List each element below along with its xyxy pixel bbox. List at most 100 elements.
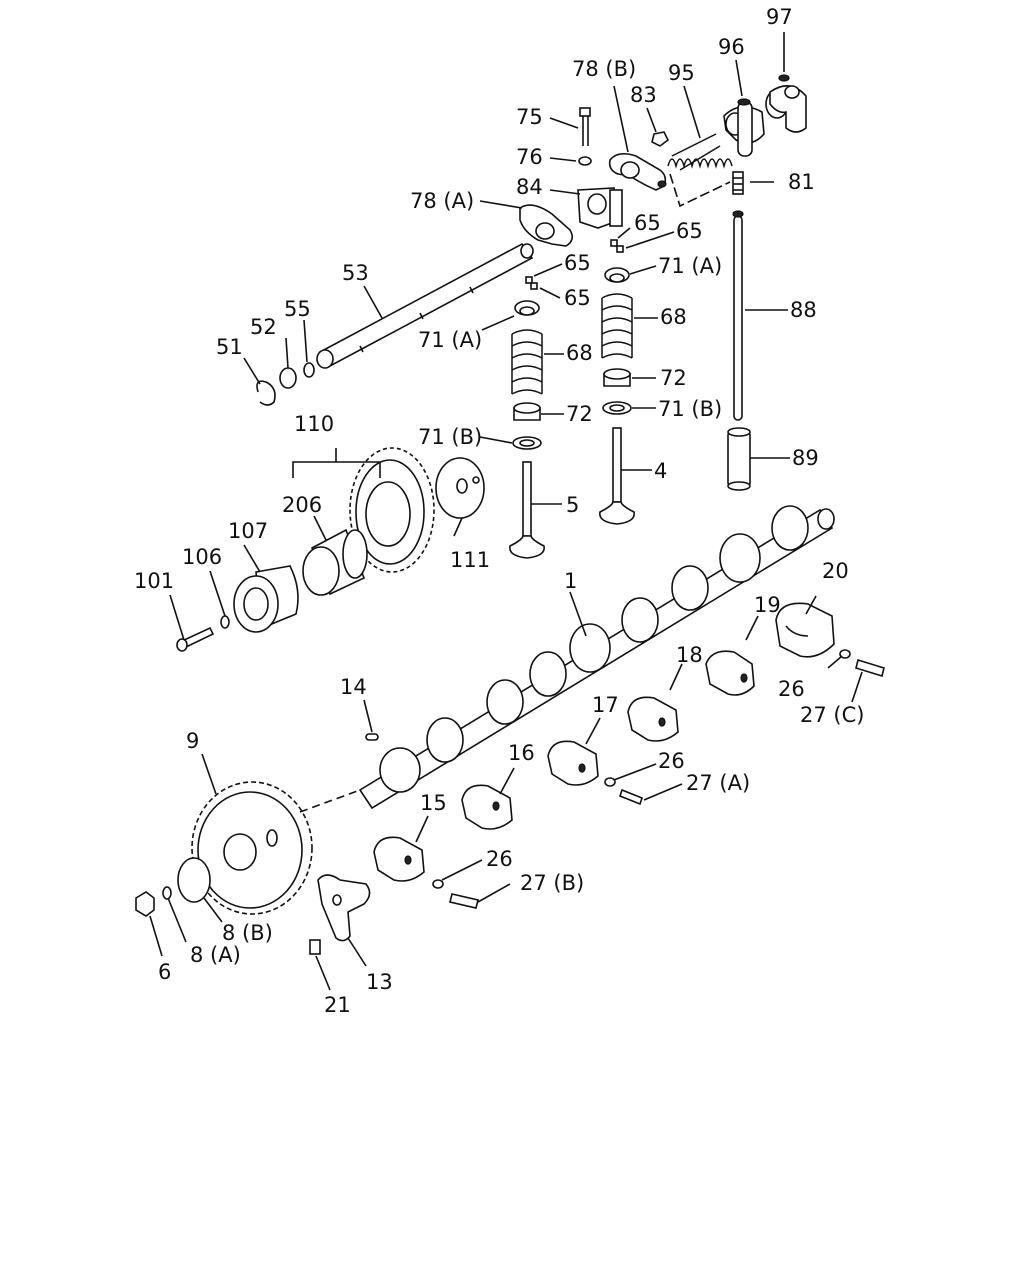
idler-gear-110-part	[349, 447, 435, 573]
callout-55: 55	[284, 297, 311, 321]
callout-27b: 27 (B)	[520, 871, 584, 895]
nut-83-part	[651, 131, 670, 147]
callout-75: 75	[516, 105, 543, 129]
camshaft-gear-9-part	[191, 781, 313, 915]
callout-20: 20	[822, 559, 849, 583]
bracket-13-part	[317, 874, 371, 942]
callout-5: 5	[566, 493, 579, 517]
callout-19: 19	[754, 593, 781, 617]
callout-78b: 78 (B)	[572, 57, 636, 81]
ring-55-part	[303, 362, 315, 378]
callout-83: 83	[630, 83, 657, 107]
callout-65-c: 65	[564, 251, 591, 275]
callout-1: 1	[564, 569, 577, 593]
key-14-part	[365, 733, 379, 741]
callout-71a-left: 71 (A)	[418, 328, 482, 352]
valve-keeper-parts	[525, 239, 624, 290]
callout-65-b: 65	[676, 219, 703, 243]
camshaft-1-part	[358, 505, 835, 810]
callout-76: 76	[516, 145, 543, 169]
callout-97: 97	[766, 5, 793, 29]
callout-88: 88	[790, 298, 817, 322]
rocker-arm-78a-part	[519, 204, 574, 247]
callout-95: 95	[668, 61, 695, 85]
callout-53: 53	[342, 261, 369, 285]
callout-27c: 27 (C)	[800, 703, 864, 727]
tappet-89-part	[727, 427, 751, 491]
callout-17: 17	[592, 693, 619, 717]
callout-9: 9	[186, 729, 199, 753]
nut-6-part	[135, 891, 155, 917]
callout-71b-right: 71 (B)	[658, 397, 722, 421]
callout-101: 101	[134, 569, 174, 593]
callout-4: 4	[654, 459, 667, 483]
callout-111: 111	[450, 548, 490, 572]
callout-71b-left: 71 (B)	[418, 425, 482, 449]
washer-106-part	[220, 615, 230, 629]
callout-14: 14	[340, 675, 367, 699]
callout-106: 106	[182, 545, 222, 569]
callout-26-left: 26	[486, 847, 513, 871]
leader-lines	[149, 32, 863, 991]
callout-72-right: 72	[660, 366, 687, 390]
callout-68-right: 68	[660, 305, 687, 329]
valve-stack-right-part	[601, 267, 633, 415]
callout-96: 96	[718, 35, 745, 59]
callout-18: 18	[676, 643, 703, 667]
washer-26b-part	[604, 777, 616, 787]
washer-52-part	[279, 367, 297, 389]
callout-107: 107	[228, 519, 268, 543]
callout-6: 6	[158, 960, 171, 984]
washer-26a-part	[839, 649, 851, 659]
exhaust-valve-4-part	[599, 427, 635, 525]
bearing-cap-19-part	[705, 650, 755, 696]
rocker-bracket-84-part	[577, 187, 623, 229]
bolt-27c-part	[855, 658, 885, 678]
intake-valve-5-part	[509, 461, 545, 559]
callout-51: 51	[216, 335, 243, 359]
thrust-plate-111-part	[435, 457, 485, 519]
callout-26-right: 26	[778, 677, 805, 701]
callout-65-a: 65	[634, 211, 661, 235]
callout-65-d: 65	[564, 286, 591, 310]
washer-26c-part	[432, 879, 444, 889]
callout-27a: 27 (A)	[686, 771, 750, 795]
bearing-cap-17-part	[547, 740, 599, 786]
washer-76-part	[578, 156, 592, 166]
bolt-27a-part	[619, 788, 643, 806]
adjusting-screw-81-part	[732, 171, 744, 195]
callout-52: 52	[250, 315, 277, 339]
callout-89: 89	[792, 446, 819, 470]
callout-72-left: 72	[566, 402, 593, 426]
bolt-101-part	[176, 626, 215, 652]
callout-16: 16	[508, 741, 535, 765]
spring-95-part	[667, 133, 733, 171]
rocker-arm-78b-part	[608, 152, 667, 191]
idler-shaft-107-part	[233, 565, 299, 633]
callout-206: 206	[282, 493, 322, 517]
callout-71a-right: 71 (A)	[658, 254, 722, 278]
callout-78a: 78 (A)	[410, 189, 474, 213]
bearing-cap-18-part	[627, 696, 679, 742]
snap-ring-51-part	[256, 380, 276, 406]
washer-8a-part	[162, 886, 172, 900]
callout-8b: 8 (B)	[222, 921, 273, 945]
rocker-shaft-53-part	[316, 242, 534, 369]
callout-15: 15	[420, 791, 447, 815]
callout-68-left: 68	[566, 341, 593, 365]
bearing-cap-20-part	[775, 602, 835, 658]
callout-labels: 97 96 78 (B) 95 83 75 76 84 81 78 (A) 65…	[134, 5, 864, 1017]
bearing-cap-16-part	[461, 784, 513, 830]
push-rod-88-part	[732, 210, 744, 421]
bolt-27b-part	[449, 893, 479, 909]
rocker-bracket-96-part	[723, 98, 765, 157]
rocker-bracket-97-part	[765, 74, 807, 133]
bolt-21-part	[309, 939, 321, 955]
callout-84: 84	[516, 175, 543, 199]
bearing-cap-15-part	[373, 836, 425, 882]
callout-8a: 8 (A)	[190, 943, 241, 967]
valve-stack-left-part	[511, 300, 543, 450]
callout-13: 13	[366, 970, 393, 994]
plate-8b-part	[177, 857, 211, 903]
bushing-206-part	[302, 528, 368, 596]
